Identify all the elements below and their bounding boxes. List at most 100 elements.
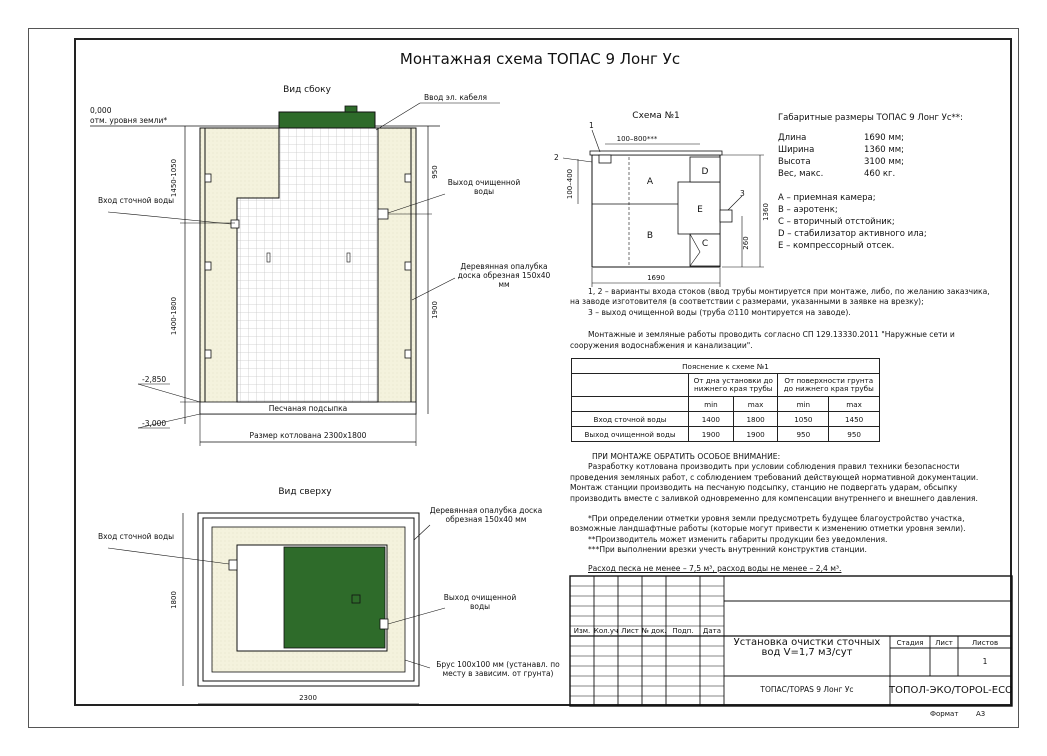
sheet-border <box>28 28 1019 728</box>
legend: A – приемная камера; B – аэротенк; C – в… <box>778 192 927 252</box>
stamp-sheets-value: 1 <box>983 657 988 666</box>
dim-row: Вес, макс.460 кг. <box>778 169 896 179</box>
top-inlet-label: Вход сточной воды <box>97 532 175 541</box>
legend-item: A – приемная камера; <box>778 193 876 203</box>
scheme-1-heading: Схема №1 <box>632 111 679 121</box>
dimensions-heading: Габаритные размеры ТОПАС 9 Лонг Ус**: <box>778 113 963 123</box>
note-1: 1, 2 – варианты входа стоков (ввод трубы… <box>570 287 990 307</box>
stamp-col-izm: Изм. <box>574 627 590 635</box>
dim-100-400: 100–400 <box>566 169 574 199</box>
zone-c: C <box>702 239 708 249</box>
dim-260: 260 <box>742 236 750 249</box>
inlet-pipe-side <box>230 219 240 229</box>
notes-block: 1, 2 – варианты входа стоков (ввод трубы… <box>570 287 998 351</box>
stamp-company: ТОПОЛ-ЭКО/TOPOL-ECO <box>888 685 1013 696</box>
attention-block: ПРИ МОНТАЖЕ ОБРАТИТЬ ОСОБОЕ ВНИМАНИЕ: Ра… <box>570 452 998 574</box>
side-formwork-label: Деревянная опалубка доска обрезная 150х4… <box>457 262 551 288</box>
attention-p5: Расход песка не менее – 7,5 м³, расход в… <box>588 563 842 573</box>
tank-body-side <box>236 127 379 403</box>
inlet-pipe-top <box>228 559 238 571</box>
note-2: 3 – выход очищенной воды (труба ∅110 мон… <box>588 307 851 317</box>
explanation-table: Пояснение к схеме №1 От дна установки до… <box>571 358 880 442</box>
zone-e: E <box>697 205 703 215</box>
dimensions-block: Габаритные размеры ТОПАС 9 Лонг Ус**: Дл… <box>778 112 963 180</box>
dim-100-800: 100–800*** <box>617 135 658 143</box>
tank-lid-top <box>283 546 386 649</box>
table-min: min <box>688 396 734 412</box>
legend-item: B – аэротенк; <box>778 205 838 215</box>
stamp-col-date: Дата <box>703 627 721 635</box>
cable-inlet-label: Ввод эл. кабеля <box>424 93 487 102</box>
stamp-col-kol: Кол.уч <box>594 627 618 635</box>
attention-p1: Разработку котлована производить при усл… <box>570 462 979 503</box>
dim-1450-1050: 1450-1050 <box>170 159 178 197</box>
top-view-heading: Вид сверху <box>278 487 332 497</box>
level-2850: -2,850 <box>142 375 166 384</box>
stamp-stage: Стадия <box>897 639 924 647</box>
side-view-heading: Вид сбоку <box>283 85 332 95</box>
sand-bed-label: Песчаная подсыпка <box>269 404 348 413</box>
dim-1400-1800: 1400-1800 <box>170 297 178 335</box>
outlet-pipe-top <box>379 618 389 630</box>
table-min: min <box>777 396 830 412</box>
attention-p2: *При определении отметки уровня земли пр… <box>570 514 966 534</box>
title-block <box>569 575 1013 707</box>
stamp-model: ТОПАС/TOPAS 9 Лонг Ус <box>759 685 853 694</box>
marker-3: 3 <box>740 189 745 198</box>
stamp-product: Установка очистки сточных вод V=1,7 м3/с… <box>733 637 881 658</box>
dim-1800-top: 1800 <box>170 591 178 609</box>
pit-size: Размер котлована 2300х1800 <box>250 431 367 440</box>
tank-lid <box>278 111 376 129</box>
dim-1690: 1690 <box>647 274 665 282</box>
beam-label: Брус 100х100 мм (устанавл. по месту в за… <box>436 660 560 678</box>
stamp-col-doc: № док. <box>641 627 666 635</box>
stamp-col-list: Лист <box>621 627 639 635</box>
stamp-sheets: Листов <box>972 639 998 647</box>
legend-item: E – компрессорный отсек. <box>778 241 895 251</box>
zone-b: B <box>647 231 653 241</box>
attention-p3: **Производитель может изменить габариты … <box>588 534 888 544</box>
dim-1360: 1360 <box>762 203 770 221</box>
drawing-frame <box>74 38 1012 706</box>
table-title: Пояснение к схеме №1 <box>571 358 880 374</box>
zone-d: D <box>702 167 709 177</box>
dim-950: 950 <box>431 165 439 178</box>
table-row: Вход сточной воды 1400 1800 1050 1450 <box>571 411 880 427</box>
stamp-column-headers: Изм. Кол.уч Лист № док. Подп. Дата <box>574 627 721 635</box>
table-max: max <box>732 396 779 412</box>
top-view: Вид сверху 1800 2300 Деревянная опалубка… <box>97 487 560 705</box>
table-row: Выход очищенной воды 1900 1900 950 950 <box>571 426 880 442</box>
stamp-sheet: Лист <box>935 639 953 647</box>
legend-item: D – стабилизатор активного ила; <box>778 229 927 239</box>
top-outlet-label: Выход очищенной воды <box>443 593 517 611</box>
scheme-1: Схема №1 A B D E C 100–800*** 100–400 16… <box>554 111 770 287</box>
table-col-ground: От поверхности грунта до нижнего края тр… <box>777 373 880 397</box>
dim-2300-top: 2300 <box>299 694 317 702</box>
note-3: Монтажные и земляные работы проводить со… <box>570 330 955 350</box>
ground-level-label: отм. уровня земли* <box>90 116 167 125</box>
marker-1: 1 <box>589 121 594 130</box>
side-inlet-label: Вход сточной воды <box>97 196 175 205</box>
level-3000: -3,000 <box>142 419 166 428</box>
zone-a: A <box>647 177 654 187</box>
table-col-bottom: От дна установки до нижнего края трубы <box>687 373 779 397</box>
side-view: Вид сбоку 0,000 отм. уровня земли* Песча… <box>90 85 551 446</box>
outlet-pipe-side <box>377 208 389 220</box>
attention-heading: ПРИ МОНТАЖЕ ОБРАТИТЬ ОСОБОЕ ВНИМАНИЕ: <box>592 452 781 461</box>
format-value: А3 <box>976 710 985 718</box>
side-outlet-label: Выход очищенной воды <box>447 178 521 196</box>
format-label: Формат <box>930 710 958 718</box>
ground-level-value: 0,000 <box>90 106 112 115</box>
dim-1900: 1900 <box>431 301 439 319</box>
legend-item: C – вторичный отстойник; <box>778 217 895 227</box>
stamp-col-sign: Подп. <box>672 627 693 635</box>
marker-2: 2 <box>554 153 559 162</box>
page-title: Монтажная схема ТОПАС 9 Лонг Ус <box>400 50 680 68</box>
top-formwork-label: Деревянная опалубка доска обрезная 150х4… <box>429 506 543 524</box>
attention-p4: ***При выполнении врезки учесть внутренн… <box>588 545 867 555</box>
table-max: max <box>828 396 880 412</box>
